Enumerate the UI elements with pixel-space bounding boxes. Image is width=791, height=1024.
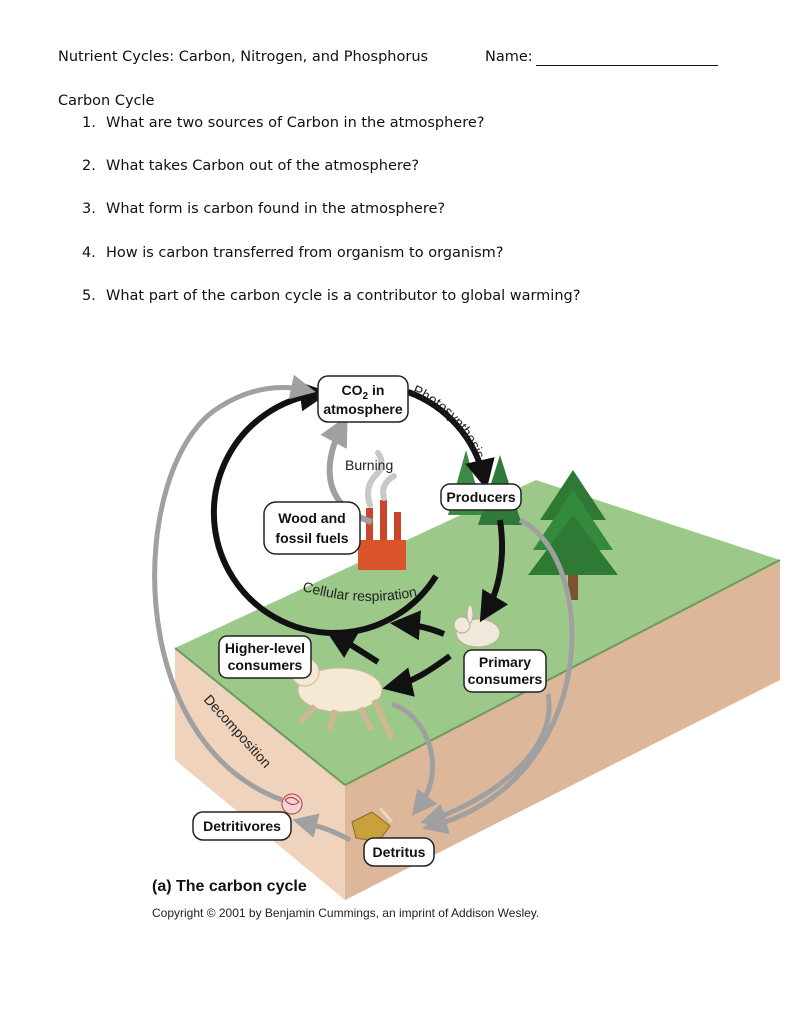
co2-label-part1: CO (342, 382, 363, 398)
photosynthesis-label: Photosynthesis (410, 382, 488, 461)
co2-label-line2: atmosphere (323, 401, 403, 417)
question-number: 1. (82, 115, 96, 131)
primary-consumers-node: Primary consumers (463, 649, 547, 693)
primary-label-line2: consumers (468, 671, 543, 687)
respiration-arrow (210, 381, 439, 636)
cycle-arrows (152, 374, 575, 843)
copyright-notice: Copyright © 2001 by Benjamin Cummings, a… (152, 906, 540, 920)
detritus-label: Detritus (373, 844, 426, 860)
question-3: 3. What form is carbon found in the atmos… (82, 201, 445, 217)
question-text: What are two sources of Carbon in the at… (106, 115, 485, 131)
tree-icon (528, 470, 618, 600)
primary-label-line1: Primary (479, 654, 531, 670)
svg-text:CO2 in: CO2 in (342, 382, 385, 402)
detritivores-node: Detritivores (192, 811, 292, 841)
photosynthesis-arrow (406, 389, 495, 490)
higher-to-detritus-arrow (391, 701, 438, 816)
question-number: 3. (82, 201, 96, 217)
diagram-caption: (a) The carbon cycle (152, 878, 307, 895)
name-label: Name: (485, 49, 533, 65)
co2-label-part2: in (368, 382, 384, 398)
wood-label-line2: fossil fuels (275, 530, 348, 546)
question-number: 4. (82, 245, 96, 261)
worksheet-title: Nutrient Cycles: Carbon, Nitrogen, and P… (58, 49, 429, 65)
detritivore-icon (281, 793, 303, 815)
higher-label-line1: Higher-level (225, 640, 305, 656)
question-text: What takes Carbon out of the atmosphere? (106, 158, 420, 174)
question-number: 2. (82, 158, 96, 174)
producers-node: Producers (440, 483, 522, 511)
question-text: What form is carbon found in the atmosph… (106, 201, 446, 217)
producers-to-detritus-arrow (422, 517, 575, 835)
detritivores-label: Detritivores (203, 818, 281, 834)
question-4: 4. How is carbon transferred from organis… (82, 245, 503, 261)
wood-label-line1: Wood and (278, 510, 345, 526)
higher-respiration-arrow (325, 630, 380, 665)
detritus-to-detritivores-arrow (292, 813, 352, 843)
producers-to-primary-arrow (479, 519, 509, 623)
question-text: How is carbon transferred from organism … (106, 245, 504, 261)
question-1: 1. What are two sources of Carbon in the … (82, 115, 484, 131)
question-text: What part of the carbon cycle is a contr… (106, 288, 581, 304)
co2-subscript: 2 (363, 391, 369, 402)
primary-respiration-arrow (390, 610, 446, 641)
higher-label-line2: consumers (228, 657, 303, 673)
rabbit-icon (453, 604, 501, 648)
soil-side-face (345, 560, 780, 900)
question-number: 5. (82, 288, 96, 304)
question-5: 5. What part of the carbon cycle is a con… (82, 288, 580, 304)
name-blank-line (536, 65, 718, 66)
primary-to-detritus-arrow (420, 693, 552, 828)
section-title: Carbon Cycle (58, 93, 155, 109)
higher-level-consumers-node: Higher-level consumers (218, 635, 312, 679)
detritus-node: Detritus (363, 837, 435, 867)
wood-fossil-fuels-node: Wood and fossil fuels (263, 501, 361, 555)
burning-label: Burning (345, 457, 393, 473)
question-2: 2. What takes Carbon out of the atmospher… (82, 158, 419, 174)
producers-label: Producers (446, 489, 515, 505)
detritus-icon (351, 807, 394, 843)
co2-atmosphere-node: CO2 in atmosphere (317, 375, 409, 423)
primary-to-higher-arrow (382, 653, 452, 697)
decomposition-arrow (152, 374, 316, 803)
